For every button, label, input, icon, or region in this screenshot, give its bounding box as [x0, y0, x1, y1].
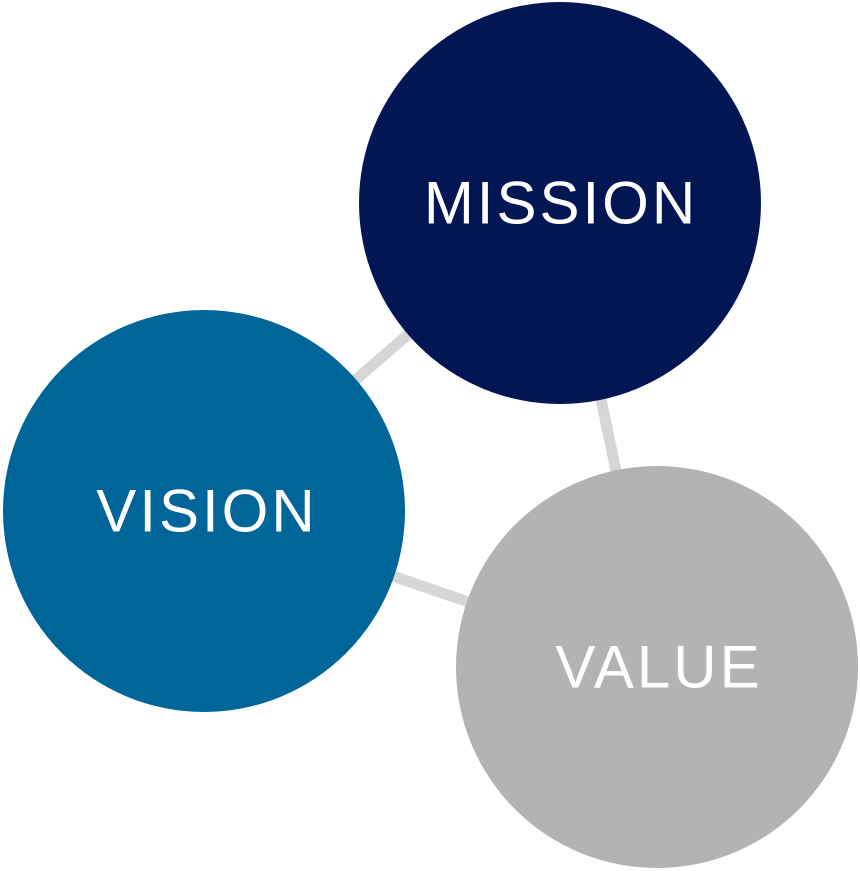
mission-label: MISSION — [424, 170, 698, 237]
node-value: VALUE — [456, 466, 858, 868]
node-vision: VISION — [3, 310, 405, 712]
mission-circle — [359, 2, 761, 404]
value-label: VALUE — [555, 634, 762, 701]
value-circle — [456, 466, 858, 868]
vision-label: VISION — [96, 478, 317, 545]
vision-circle — [3, 310, 405, 712]
node-mission: MISSION — [359, 2, 761, 404]
